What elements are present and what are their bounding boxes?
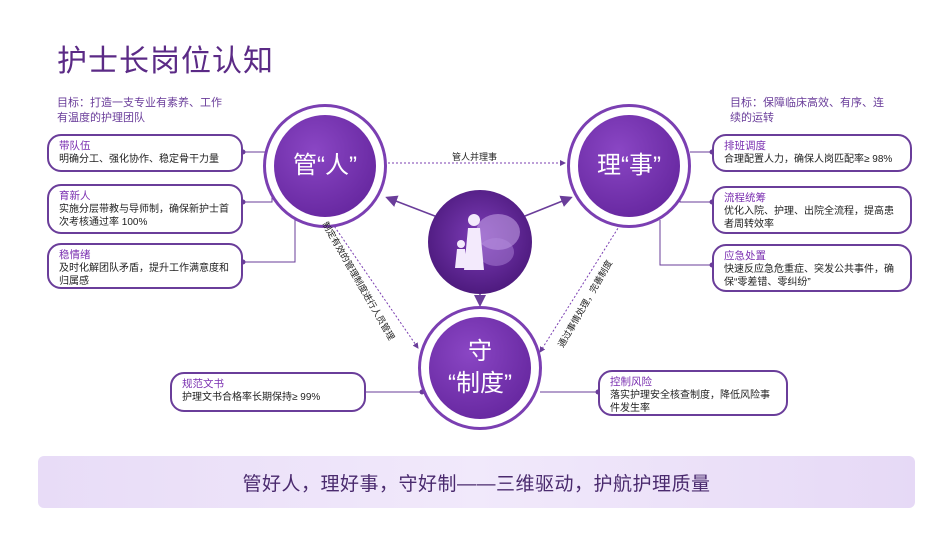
edge-right-line	[539, 224, 621, 353]
summary-banner-text: 管好人，理好事，守好制——三维驱动，护航护理质量	[242, 473, 711, 495]
circle-system: 守 “制度”	[418, 306, 542, 430]
circle-system-label-1: 守	[467, 338, 492, 365]
card-left-2: 育新人 实施分层带教与导师制，确保新护士首次考核通过率 100%	[47, 184, 243, 234]
card-title: 控制风险	[610, 376, 652, 388]
card-body: 护理文书合格率长期保持≥ 99%	[182, 392, 321, 403]
card-title: 稳情绪	[59, 249, 91, 261]
card-body: 实施分层带教与导师制，确保新护士首次考核通过率 100%	[59, 204, 229, 228]
card-title: 带队伍	[59, 140, 91, 152]
card-body: 合理配置人力，确保人岗匹配率≥ 98%	[724, 154, 893, 165]
edge-top-label: 管人并理事	[452, 152, 498, 162]
circle-affairs-label: 理“事”	[597, 152, 661, 179]
right-goal: 目标：保障临床高效、有序、连 续的运转	[730, 96, 930, 126]
card-body: 快速反应急危重症、突发公共事件，确保“零差错、零纠纷”	[724, 264, 894, 288]
circle-people: 管“人”	[263, 104, 387, 228]
card-title: 应急处置	[724, 250, 766, 262]
card-body: 落实护理安全核查制度，降低风险事件发生率	[610, 390, 770, 414]
card-title: 育新人	[59, 190, 91, 202]
left-goal-line: 有温度的护理团队	[57, 112, 145, 124]
card-bottom-left: 规范文书 护理文书合格率长期保持≥ 99%	[170, 372, 366, 412]
left-goal-line: 目标：打造一支专业有素养、工作	[57, 97, 222, 109]
card-right-2: 流程统筹 优化入院、护理、出院全流程，提高患者周转效率	[712, 186, 912, 234]
page-title: 护士长岗位认知	[57, 45, 274, 78]
summary-banner: 管好人，理好事，守好制——三维驱动，护航护理质量	[38, 456, 915, 508]
card-body: 及时化解团队矛盾，提升工作满意度和归属感	[59, 263, 229, 287]
card-title: 流程统筹	[724, 192, 766, 204]
circle-affairs: 理“事”	[567, 104, 691, 228]
card-body: 优化入院、护理、出院全流程，提高患者周转效率	[724, 206, 894, 230]
nurse-logo-icon	[428, 190, 532, 294]
center-arrow-right	[519, 195, 573, 219]
right-goal-line: 目标：保障临床高效、有序、连	[730, 97, 884, 109]
card-right-1: 排班调度 合理配置人力，确保人岗匹配率≥ 98%	[712, 134, 912, 172]
right-goal-line: 续的运转	[730, 112, 774, 124]
circle-people-label: 管“人”	[293, 152, 357, 179]
card-left-3: 稳情绪 及时化解团队矛盾，提升工作满意度和归属感	[47, 243, 243, 289]
card-right-3: 应急处置 快速反应急危重症、突发公共事件，确保“零差错、零纠纷”	[712, 244, 912, 292]
edge-left-line	[329, 219, 419, 349]
circle-system-label-2: “制度”	[448, 370, 512, 397]
card-left-1: 带队伍 明确分工、强化协作、稳定骨干力量	[47, 134, 243, 172]
card-body: 明确分工、强化协作、稳定骨干力量	[59, 154, 219, 165]
center-arrow-left	[385, 195, 441, 219]
card-title: 规范文书	[182, 378, 224, 390]
card-bottom-right: 控制风险 落实护理安全核查制度，降低风险事件发生率	[598, 370, 788, 416]
card-title: 排班调度	[724, 140, 766, 152]
left-goal: 目标：打造一支专业有素养、工作 有温度的护理团队	[57, 96, 257, 126]
